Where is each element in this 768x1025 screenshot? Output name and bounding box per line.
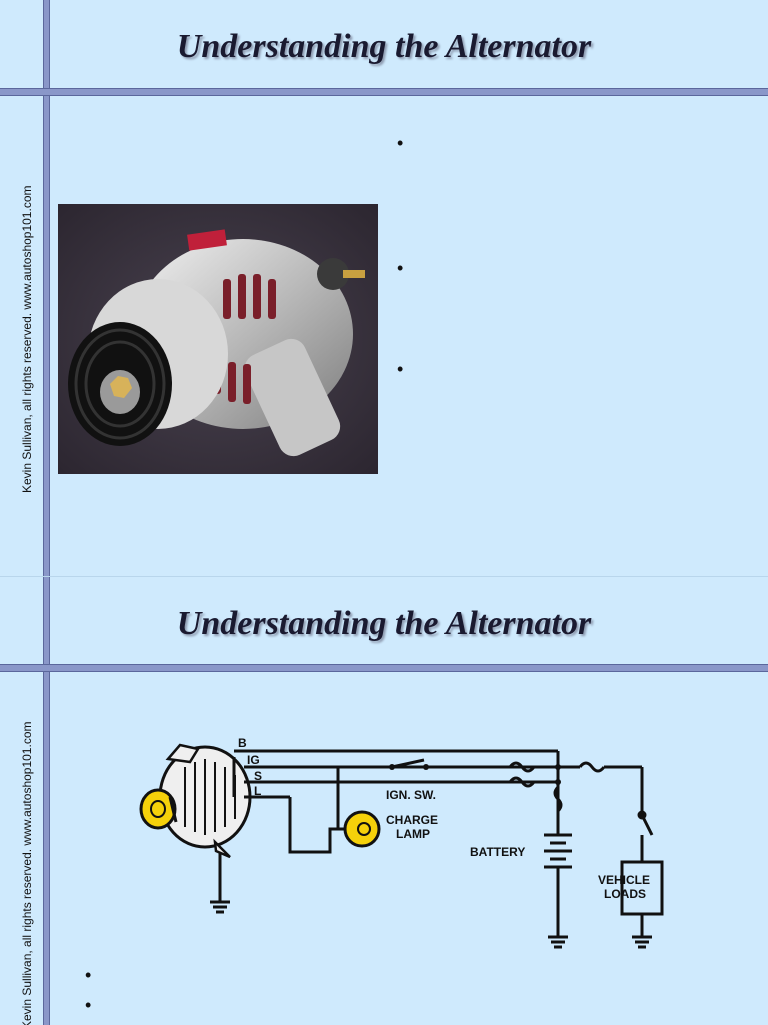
slide-2: Understanding the Alternator Kevin Sulli… [0,576,768,1025]
vertical-rule [43,577,50,1025]
horizontal-rule [0,664,768,672]
slide-title: Understanding the Alternator [0,605,768,643]
horizontal-rule [0,88,768,96]
charge-lamp [345,812,379,846]
terminal-s-label: S [254,769,262,783]
charge-lamp-label-1: CHARGE [386,813,438,827]
vehicle-loads-label-1: VEHICLE [598,873,650,887]
vertical-rule [43,0,50,576]
copyright-text: Kevin Sullivan, all rights reserved. www… [20,722,34,1025]
alternator-photo [58,204,378,474]
battery-label: BATTERY [470,845,525,859]
copyright-text: Kevin Sullivan, all rights reserved. www… [20,186,34,494]
vehicle-loads-label-2: LOADS [604,887,646,901]
charging-circuit-diagram: B IG S L CHARGE LAMP IGN. SW. [130,727,670,957]
battery-symbol [544,822,572,947]
ign-switch-label: IGN. SW. [386,788,436,802]
bullet-2: • [85,995,91,1016]
charge-lamp-label-2: LAMP [396,827,430,841]
slide-1: Understanding the Alternator Kevin Sulli… [0,0,768,576]
bullet-2: • [397,258,403,279]
bullet-1: • [85,965,91,986]
slide-title: Understanding the Alternator [0,28,768,66]
bullet-3: • [397,359,403,380]
terminal-l-label: L [254,784,261,798]
bullet-1: • [397,133,403,154]
terminal-b-label: B [238,736,247,750]
terminal-ig-label: IG [247,753,260,767]
